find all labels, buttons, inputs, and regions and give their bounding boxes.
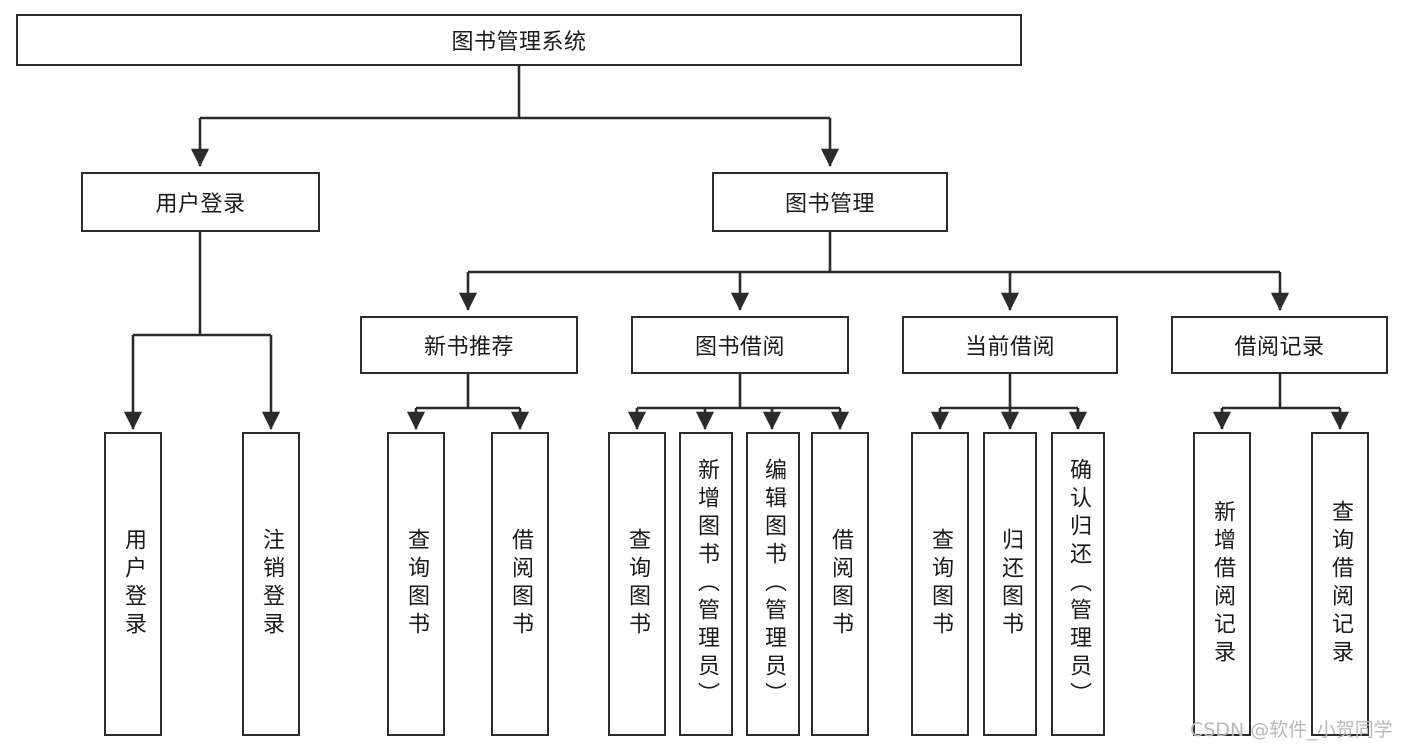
leaf-query-borrow-record[interactable]: 查询借阅记录: [1311, 432, 1369, 736]
node-label: 编辑图书（管理员）: [761, 458, 786, 710]
node-label: 用户登录: [121, 528, 146, 640]
leaf-edit-book-admin[interactable]: 编辑图书（管理员）: [746, 432, 800, 736]
node-label: 用户登录: [155, 192, 246, 217]
leaf-query-book-borrow[interactable]: 查询图书: [608, 432, 666, 736]
node-borrow-record[interactable]: 借阅记录: [1171, 316, 1388, 374]
node-label: 借阅记录: [1234, 335, 1325, 360]
node-current-borrow[interactable]: 当前借阅: [902, 316, 1118, 374]
node-label: 查询图书: [625, 528, 650, 640]
leaf-query-book-new-recommend[interactable]: 查询图书: [387, 432, 445, 736]
leaf-add-borrow-record[interactable]: 新增借阅记录: [1193, 432, 1251, 736]
leaf-add-book-admin[interactable]: 新增图书（管理员）: [679, 432, 733, 736]
node-label: 注销登录: [259, 528, 284, 640]
node-root-book-management-system[interactable]: 图书管理系统: [16, 14, 1022, 66]
leaf-query-book-current[interactable]: 查询图书: [911, 432, 969, 736]
node-label: 借阅图书: [508, 528, 533, 640]
leaf-logout-login[interactable]: 注销登录: [242, 432, 300, 736]
node-label: 查询借阅记录: [1328, 500, 1353, 668]
leaf-user-login[interactable]: 用户登录: [104, 432, 162, 736]
node-label: 新书推荐: [423, 335, 514, 360]
node-label: 归还图书: [998, 528, 1023, 640]
node-label: 查询图书: [928, 528, 953, 640]
node-label: 新增图书（管理员）: [694, 458, 719, 710]
node-label: 图书管理系统: [451, 30, 587, 55]
node-book-management[interactable]: 图书管理: [712, 172, 948, 232]
leaf-return-book[interactable]: 归还图书: [983, 432, 1037, 736]
leaf-borrow-book-borrow[interactable]: 借阅图书: [811, 432, 869, 736]
leaf-confirm-return-admin[interactable]: 确认归还（管理员）: [1051, 432, 1105, 736]
node-label: 新增借阅记录: [1210, 500, 1235, 668]
node-label: 图书借阅: [694, 335, 785, 360]
node-label: 查询图书: [404, 528, 429, 640]
leaf-borrow-book-new-recommend[interactable]: 借阅图书: [491, 432, 549, 736]
node-new-book-recommend[interactable]: 新书推荐: [360, 316, 578, 374]
node-label: 借阅图书: [828, 528, 853, 640]
node-label: 图书管理: [784, 192, 875, 217]
node-book-borrow[interactable]: 图书借阅: [631, 316, 849, 374]
node-label: 当前借阅: [964, 335, 1055, 360]
node-user-login[interactable]: 用户登录: [81, 172, 320, 232]
node-label: 确认归还（管理员）: [1066, 458, 1091, 710]
